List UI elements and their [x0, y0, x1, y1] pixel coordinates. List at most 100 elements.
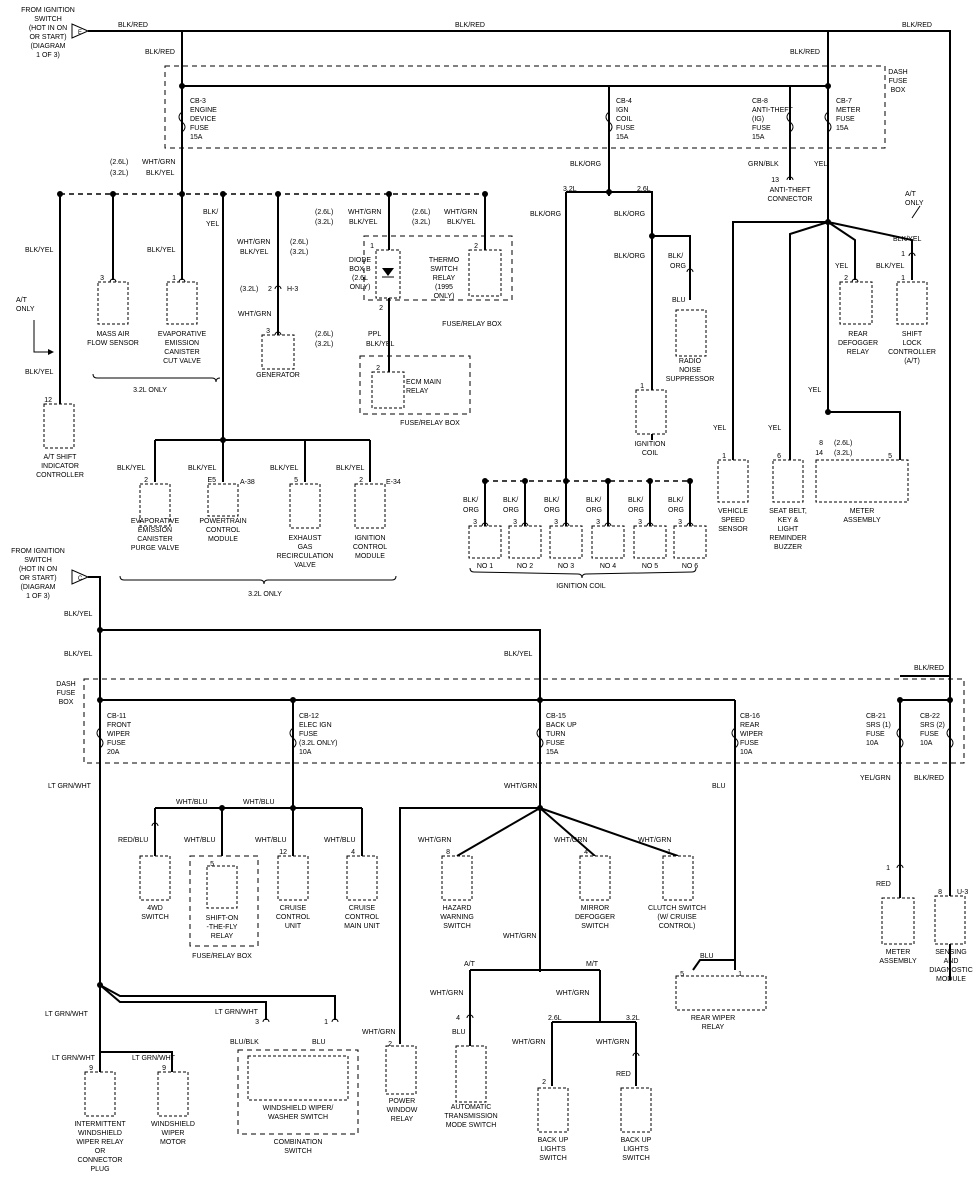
fuse-label: 15A [546, 749, 559, 756]
pin-number: 2 [359, 477, 363, 484]
pin-number: 3 [100, 275, 104, 282]
component-label: MASS AIR [96, 331, 129, 338]
fuse-label: ENGINE [190, 107, 217, 114]
fuse-label: CB-22 [920, 713, 940, 720]
dash-fuse-box-mid [83, 678, 965, 764]
component-label: MODULE [208, 536, 238, 543]
component-label: GENERATOR [256, 372, 300, 379]
pin-number: 12 [279, 849, 287, 856]
component-label: SWITCH [284, 1148, 312, 1155]
fuse-label: ANTI-THEFT [752, 107, 794, 114]
component-label: CANISTER [164, 349, 199, 356]
splice-dot [825, 83, 831, 89]
component-label: POWERTRAIN [199, 518, 246, 525]
wire-color-label: LT GRN/WHT [52, 1055, 96, 1062]
wire-color-label: ORG [463, 507, 479, 514]
bracket [119, 575, 397, 585]
fuse-box-label: FUSE [57, 690, 76, 697]
fuse-label: CB-8 [752, 98, 768, 105]
pin-number: 2 [376, 365, 380, 372]
fuse-relay-box-1 [363, 235, 513, 301]
back-up-lights-switch-2 [620, 1087, 652, 1133]
wire-color-label: ORG [503, 507, 519, 514]
fuse-label: (3.2L ONLY) [299, 740, 338, 747]
rear-wiper-relay [675, 975, 767, 1011]
fuse-label: CB-11 [107, 713, 126, 720]
source-arrow-E [71, 23, 90, 39]
wire-color-label: BLK/YEL [146, 170, 175, 177]
fuse-label: CB-21 [866, 713, 886, 720]
source-tag: E [78, 30, 82, 36]
fuse-label: 10A [740, 749, 753, 756]
connector-symbol [521, 522, 529, 527]
wire-color-label: WHT/GRN [444, 209, 477, 216]
pin-number: 1 [886, 865, 890, 872]
wire-color-label: 2.6L [637, 186, 651, 193]
fuse-label: 10A [920, 740, 933, 747]
component-label: SWITCH [581, 923, 609, 930]
mass-air-flow-sensor [97, 281, 129, 325]
wire-color-label: LT GRN/WHT [215, 1009, 259, 1016]
cruise-control-main-unit [346, 855, 378, 901]
wire-color-label: BLK/YEL [893, 236, 922, 243]
component-label: CUT VALVE [163, 358, 201, 365]
component-label: EXHAUST [288, 535, 322, 542]
wire-color-label: BLK/YEL [25, 247, 54, 254]
fuse-symbol [289, 727, 297, 749]
fuse-label: WIPER [107, 731, 130, 738]
dash-fuse-box-top [164, 65, 886, 149]
wire-color-label: (3.2L) [412, 219, 430, 226]
wire [99, 984, 336, 1020]
wire [99, 984, 267, 1020]
connector-symbol [632, 1052, 640, 1057]
fuse-label: 15A [616, 134, 629, 141]
wire [456, 807, 541, 857]
generator [261, 334, 295, 370]
evap-purge-valve [139, 483, 171, 527]
fuse-label: METER [836, 107, 861, 114]
pin-number: 3 [638, 519, 642, 526]
component-label: AND [944, 958, 959, 965]
fuse-label: 10A [299, 749, 312, 756]
pin-number: 2 [844, 275, 848, 282]
pin-number: E5 [207, 477, 216, 484]
wire [789, 221, 829, 460]
ignition-source-label: (DIAGRAM [31, 43, 66, 50]
wire-color-label: BLK/YEL [147, 247, 176, 254]
fuse-label: FUSE [836, 116, 855, 123]
component-label: WINDSHIELD WIPER/ [263, 1105, 334, 1112]
fuse-label: 20A [107, 749, 120, 756]
cruise-control-unit [277, 855, 309, 901]
fuse-label: FUSE [190, 125, 209, 132]
arrow-head [48, 349, 54, 355]
component-label: RELAY [211, 933, 234, 940]
source-tag: C [78, 576, 83, 582]
wire-color-label: RED [616, 1071, 631, 1078]
fuse-box-label: FUSE [889, 78, 908, 85]
component-label: 4WD [147, 905, 163, 912]
wire-color-label: BLK/ORG [570, 161, 601, 168]
fuse-label: REAR [740, 722, 759, 729]
fuse-label: CB-3 [190, 98, 206, 105]
at-only-note: ONLY [905, 200, 924, 207]
component-label: UNIT [285, 923, 302, 930]
ignition-control-module [354, 483, 386, 529]
wire-color-label: GRN/BLK [748, 161, 779, 168]
component-label: A/T SHIFT [44, 454, 78, 461]
wire-color-label: (3.2L) [240, 286, 258, 293]
group-label: FUSE/RELAY BOX [400, 420, 460, 427]
wire [692, 959, 736, 971]
pin-number: 8 [819, 440, 823, 447]
component-label: VALVE [294, 562, 316, 569]
fuse-label: BACK UP [546, 722, 577, 729]
connector-symbol [562, 522, 570, 527]
connector-symbol [604, 522, 612, 527]
component-label: IGNITION [354, 535, 385, 542]
sensing-diagnostic-module [934, 895, 966, 945]
component-label: LIGHTS [623, 1146, 649, 1153]
wire-color-label: WHT/BLU [176, 799, 208, 806]
wire-color-label: BLU [452, 1029, 466, 1036]
ignition-source-label: FROM IGNITION [11, 548, 65, 555]
seat-belt-buzzer [772, 459, 804, 503]
